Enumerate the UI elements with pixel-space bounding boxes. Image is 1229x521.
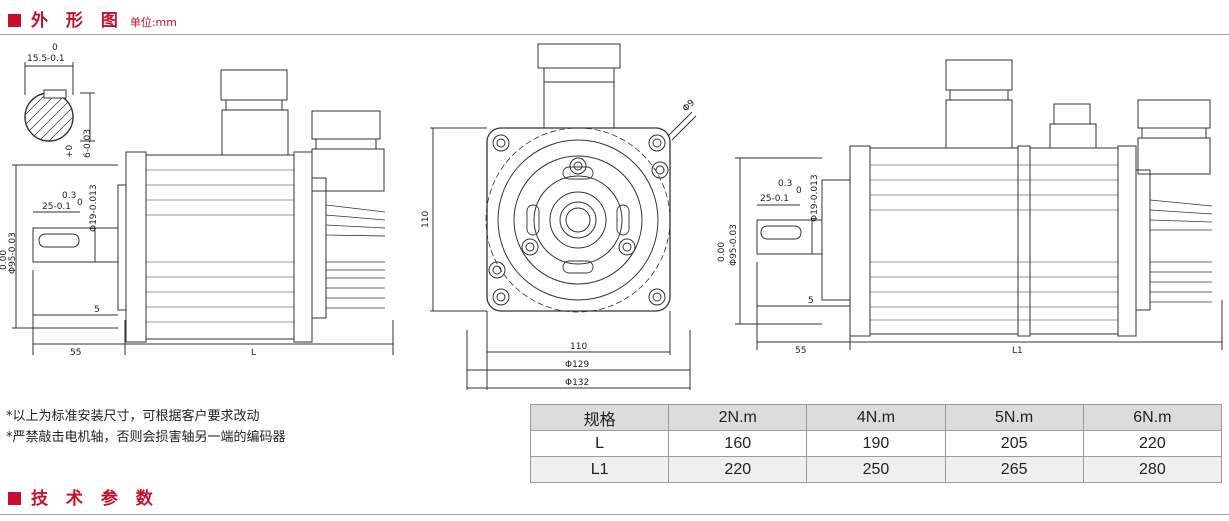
table-row: L 160 190 205 220	[529, 430, 1223, 457]
motor-side-view-short	[12, 69, 394, 355]
red-square-icon	[8, 492, 21, 505]
spec-table: 规格 2N.m 4N.m 5N.m 6N.m L 160 190 205 220…	[529, 404, 1223, 483]
table-cell: 250	[806, 456, 946, 483]
dim-key-len: 25-0.1	[42, 202, 71, 212]
dim-shaft-top: 0	[52, 43, 58, 53]
motor-outline-drawing: 0 15.5-0.1 +0 6-0.03 0.3 0 25-0.1 Φ19-0.…	[0, 43, 1223, 390]
table-cell: 220	[1082, 430, 1223, 457]
shaft-section-view	[24, 62, 95, 142]
outline-drawing-heading: 外 形 图	[31, 11, 124, 31]
header-cell: 6N.m	[1082, 404, 1223, 431]
dim-flange-dia: Φ95-0.03	[8, 232, 18, 274]
header-cell: 5N.m	[944, 404, 1084, 431]
note-line-2: *严禁敲击电机轴，否则会损害轴另一端的编码器	[6, 430, 286, 445]
tech-params-heading: 技 术 参 数	[31, 489, 159, 509]
table-cell: 220	[668, 456, 808, 483]
dim-tol-b-zero: 0	[796, 186, 802, 196]
table-cell: 160	[668, 430, 808, 457]
header-cell: 2N.m	[668, 404, 808, 431]
table-cell: L	[529, 430, 670, 457]
table-cell: 265	[944, 456, 1084, 483]
dim-key-width: 15.5-0.1	[27, 54, 65, 64]
top-divider	[0, 34, 1229, 35]
dim-shaft-len: 55	[70, 348, 81, 358]
table-cell: L1	[529, 456, 670, 483]
bottom-divider	[0, 514, 1229, 515]
dim-outer: Φ132	[565, 378, 589, 388]
unit-label: 单位:mm	[129, 16, 177, 29]
dim-tol-a-top: 0.3	[62, 191, 76, 201]
dim-body-len: L	[251, 348, 256, 358]
dim-height: 110	[421, 211, 431, 228]
table-cell: 190	[806, 430, 946, 457]
dim-hole: Φ9	[681, 98, 697, 114]
dim-step-long: 5	[808, 296, 814, 306]
note-line-1: *以上为标准安装尺寸，可根据客户要求改动	[6, 409, 260, 424]
dim-pcd: Φ129	[565, 360, 590, 370]
dim-flange-tol: 0.00	[0, 250, 9, 270]
motor-front-view	[430, 43, 697, 390]
dim-tol-b-top: 0.3	[778, 179, 792, 189]
dim-shaft-dia: Φ19-0.013	[89, 184, 99, 232]
table-cell: 280	[1082, 456, 1223, 483]
dim-step: 5	[94, 305, 100, 315]
dim-key-height: 6-0.03	[83, 129, 93, 158]
dim-width: 110	[570, 342, 587, 352]
section-outline-drawing-title: 外 形 图 单位:mm	[8, 6, 177, 31]
dim-body-len-long: L1	[1012, 346, 1023, 356]
dim-key-len-long: 25-0.1	[760, 194, 789, 204]
header-cell: 4N.m	[806, 404, 946, 431]
section-tech-params-title: 技 术 参 数	[8, 484, 159, 509]
header-cell: 规格	[529, 404, 670, 431]
dim-shaft-dia-long: Φ19-0.013	[810, 174, 820, 222]
dim-flange-dia-long: Φ95-0.03	[729, 224, 739, 266]
dim-shaft-len-long: 55	[795, 346, 806, 356]
red-square-icon	[8, 14, 21, 27]
table-cell: 205	[944, 430, 1084, 457]
notes: *以上为标准安装尺寸，可根据客户要求改动 *严禁敲击电机轴，否则会损害轴另一端的…	[6, 406, 286, 448]
dim-flange-tol-long: 0.00	[717, 242, 727, 262]
dim-tol-a-zero: 0	[77, 198, 83, 208]
motor-side-view-long	[735, 59, 1223, 350]
spec-table-header: 规格 2N.m 4N.m 5N.m 6N.m	[529, 404, 1223, 431]
table-row: L1 220 250 265 280	[529, 456, 1223, 483]
dim-key-height-tol: +0	[65, 144, 75, 158]
